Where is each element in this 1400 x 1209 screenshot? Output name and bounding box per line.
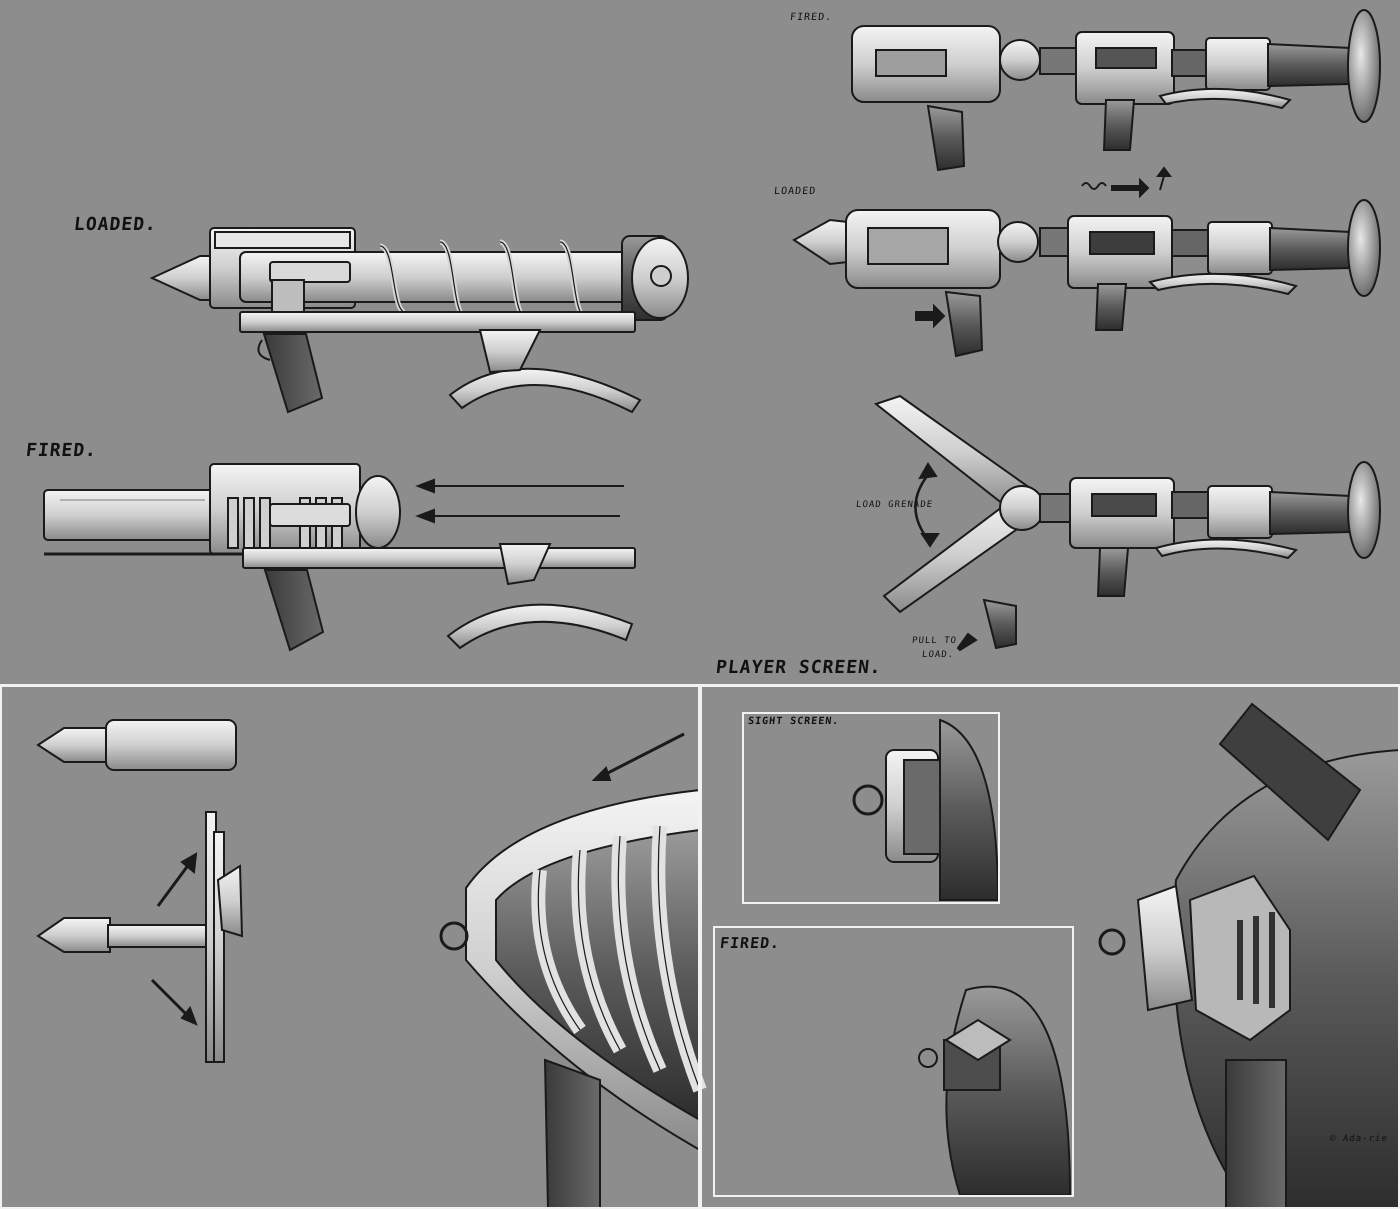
sight-screen-label: SIGHT SCREEN. [747,716,840,727]
bottom-left-panel [0,685,700,1209]
load-grenade-label: LOAD GRENADE [855,500,934,510]
loaded-grenade-launcher [792,166,1381,358]
pull-to-load-label-line1: PULL TO [911,636,958,646]
big-player-view [1098,702,1400,1209]
right-fired-label: FIRED. [789,12,833,23]
artist-signature: © Ada-rie [1329,1134,1389,1144]
fired-view-panel [713,926,1074,1197]
opened-grenade-launcher [873,394,1381,652]
left-fired-label: FIRED. [24,440,99,461]
sight-screen-drawing [852,718,1000,901]
fired-view-label: FIRED. [719,934,782,952]
pull-to-load-label-line2: LOAD. [921,650,955,660]
bottom-right-panel [700,685,1400,1209]
sight-screen-panel [742,712,1000,904]
right-loaded-label: LOADED [773,186,817,197]
grenade-detail [36,719,244,1063]
fired-grenade-launcher [851,9,1381,172]
left-loaded-label: LOADED. [72,214,158,235]
loaded-spring-launcher [149,227,689,414]
player-screen-label: PLAYER SCREEN. [714,657,883,678]
fired-spring-launcher [43,463,636,652]
fired-view-drawing [918,985,1072,1196]
